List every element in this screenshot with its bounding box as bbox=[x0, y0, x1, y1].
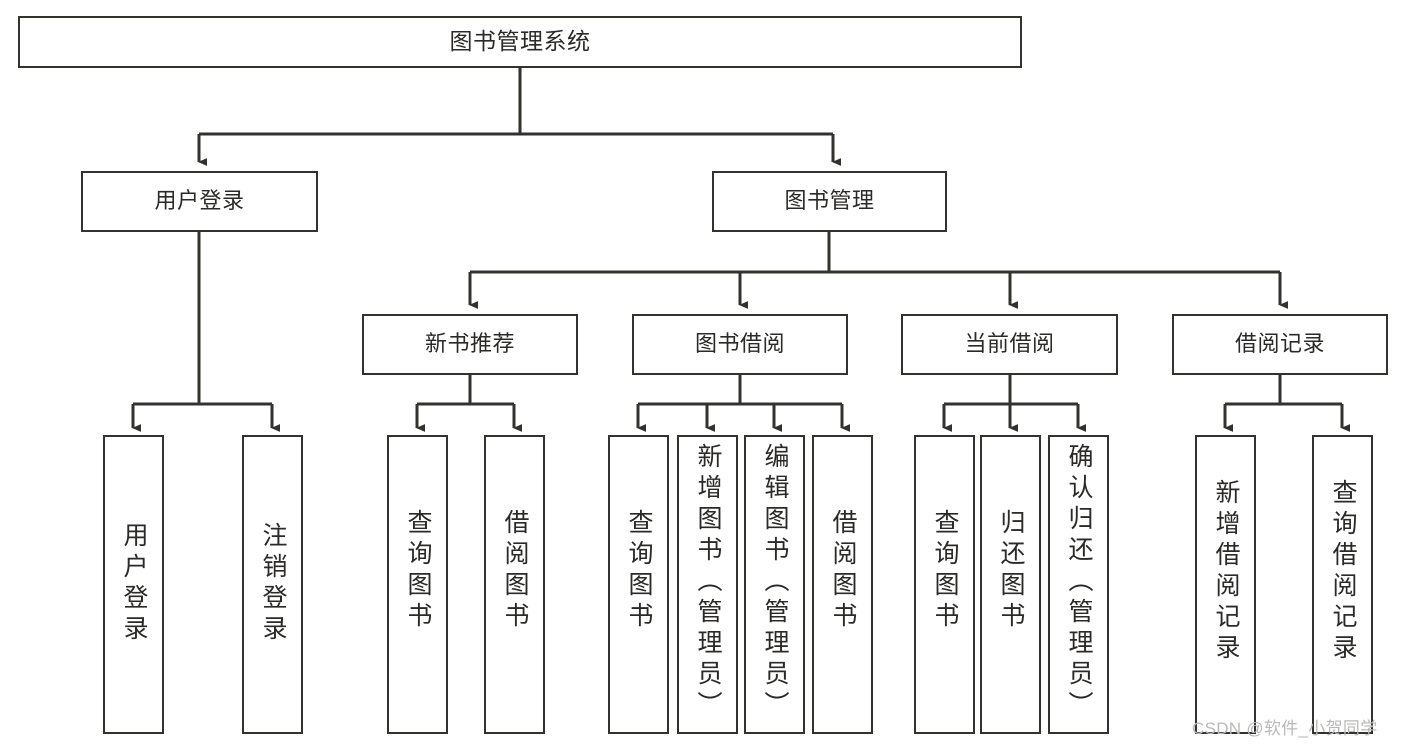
node-label: 新增借阅记录 bbox=[1212, 479, 1240, 665]
node-leaf-records-query-record[interactable]: 查询借阅记录 bbox=[1312, 435, 1373, 734]
node-label: 查询图书 bbox=[404, 509, 432, 633]
node-book-management[interactable]: 图书管理 bbox=[712, 171, 947, 232]
node-label: 查询图书 bbox=[625, 509, 653, 633]
node-leaf-records-add-record[interactable]: 新增借阅记录 bbox=[1195, 435, 1256, 734]
node-borrow-records[interactable]: 借阅记录 bbox=[1172, 314, 1388, 375]
node-current-borrow[interactable]: 当前借阅 bbox=[901, 314, 1118, 375]
node-leaf-user-login[interactable]: 用户登录 bbox=[103, 435, 164, 734]
node-leaf-newbook-borrow-book[interactable]: 借阅图书 bbox=[484, 435, 545, 734]
node-label: 图书借阅 bbox=[694, 331, 785, 357]
node-leaf-user-logout[interactable]: 注销登录 bbox=[242, 435, 303, 734]
node-leaf-current-query-book[interactable]: 查询图书 bbox=[914, 435, 975, 734]
node-label: 用户登录 bbox=[154, 188, 245, 214]
node-root-book-management-system[interactable]: 图书管理系统 bbox=[18, 16, 1022, 68]
node-label: 图书管理 bbox=[784, 188, 875, 214]
node-label: 借阅图书 bbox=[829, 509, 857, 633]
node-label: 查询借阅记录 bbox=[1329, 479, 1357, 665]
node-leaf-borrow-edit-book-admin[interactable]: 编辑图书（管理员） bbox=[744, 435, 805, 734]
node-book-borrow[interactable]: 图书借阅 bbox=[632, 314, 848, 375]
csdn-watermark: CSDN @软件_小贺同学 bbox=[1192, 719, 1378, 738]
node-label: 借阅记录 bbox=[1234, 331, 1325, 357]
node-label: 归还图书 bbox=[997, 509, 1025, 633]
node-leaf-borrow-borrow-book[interactable]: 借阅图书 bbox=[812, 435, 873, 734]
node-label: 编辑图书（管理员） bbox=[761, 443, 789, 722]
node-label: 借阅图书 bbox=[501, 509, 529, 633]
node-label: 新书推荐 bbox=[424, 331, 515, 357]
node-label: 用户登录 bbox=[120, 522, 148, 646]
node-new-book-recommend[interactable]: 新书推荐 bbox=[362, 314, 578, 375]
node-label: 新增图书（管理员） bbox=[694, 443, 722, 722]
node-leaf-borrow-add-book-admin[interactable]: 新增图书（管理员） bbox=[677, 435, 738, 734]
node-leaf-current-return-book[interactable]: 归还图书 bbox=[980, 435, 1041, 734]
node-leaf-newbook-query-book[interactable]: 查询图书 bbox=[387, 435, 448, 734]
node-label: 图书管理系统 bbox=[449, 28, 591, 55]
node-leaf-borrow-query-book[interactable]: 查询图书 bbox=[608, 435, 669, 734]
node-label: 当前借阅 bbox=[964, 331, 1055, 357]
node-label: 确认归还（管理员） bbox=[1065, 443, 1093, 722]
node-label: 注销登录 bbox=[259, 522, 287, 646]
node-user-login[interactable]: 用户登录 bbox=[81, 171, 318, 232]
node-leaf-current-confirm-return-admin[interactable]: 确认归还（管理员） bbox=[1048, 435, 1109, 734]
node-label: 查询图书 bbox=[931, 509, 959, 633]
